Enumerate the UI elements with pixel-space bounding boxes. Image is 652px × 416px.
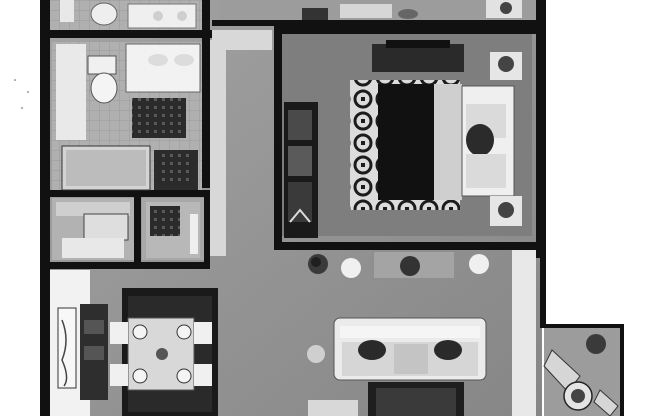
- laundry-fixtures: [56, 202, 130, 258]
- hallway-door-threshold: [212, 30, 272, 50]
- closet-fixtures: [146, 202, 200, 258]
- top-bathroom-fixtures: [60, 0, 197, 29]
- walls: [40, 0, 624, 416]
- hallway-cabinet: [210, 40, 226, 256]
- balcony-furniture: [543, 334, 619, 416]
- living-room-furniture: [307, 250, 489, 416]
- dining-area-furniture: [50, 270, 218, 416]
- top-strip-furniture: [302, 0, 522, 20]
- bathroom-fixtures: [56, 43, 201, 191]
- right-wall-strip: [512, 250, 536, 416]
- bedroom-furniture: [284, 40, 522, 238]
